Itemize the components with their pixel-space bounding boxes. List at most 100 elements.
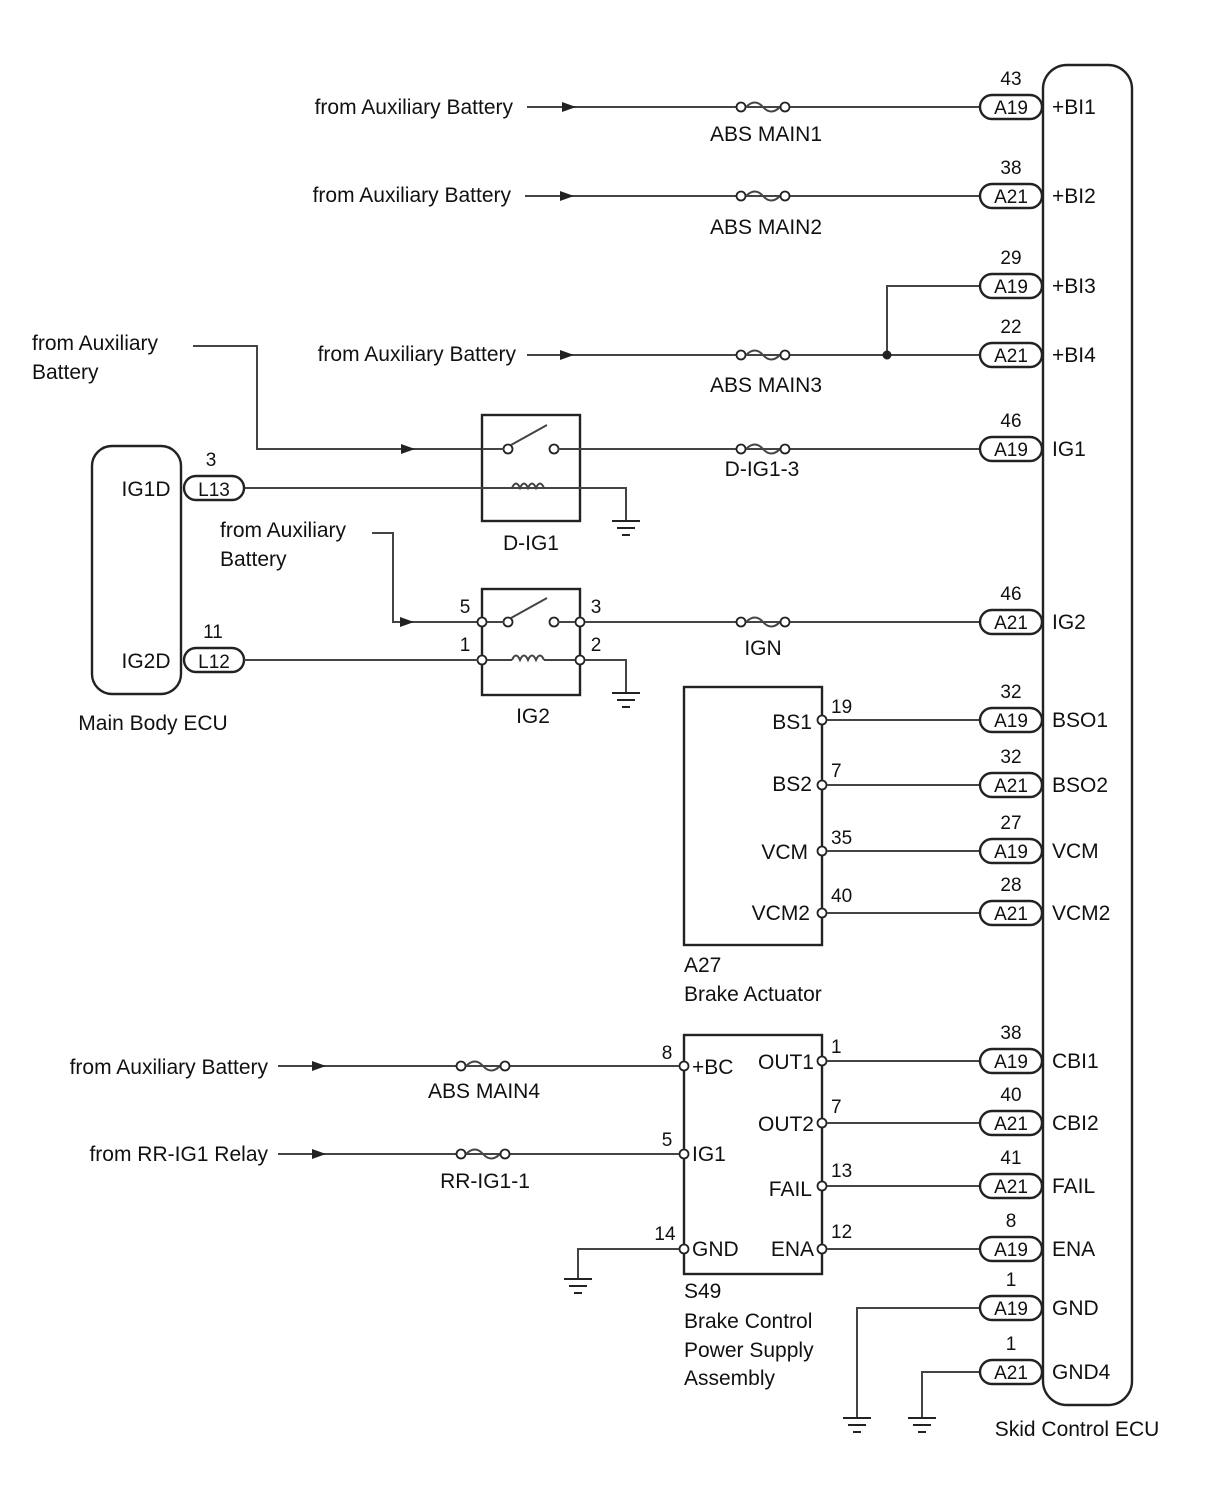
skid-connector <box>978 1047 1044 1075</box>
source-label-ig2-line2: Battery <box>220 548 287 571</box>
skid-pin-name: +BI2 <box>1052 185 1096 208</box>
skid-connector <box>978 837 1044 865</box>
fuse-label-abs-main4: ABS MAIN4 <box>428 1080 540 1103</box>
ps-pin-num-1: 1 <box>831 1037 842 1058</box>
skid-connector <box>978 1172 1044 1200</box>
skid-pin-num: 41 <box>1000 1148 1021 1169</box>
skid-connector-label: A21 <box>994 187 1028 208</box>
skid-connector-label: A21 <box>994 1114 1028 1135</box>
actuator-pin-num-19: 19 <box>831 697 852 718</box>
fuse-abs-main4 <box>455 1060 511 1072</box>
skid-connector-label: A21 <box>994 613 1028 634</box>
ps-pin-out2: OUT2 <box>758 1113 814 1136</box>
actuator-name: Brake Actuator <box>684 983 822 1006</box>
relay-d-ig1-box <box>480 413 582 523</box>
skid-connector-label: A21 <box>994 1363 1028 1384</box>
skid-pin-name: CBI2 <box>1052 1112 1099 1135</box>
actuator-pin-vcm: VCM <box>761 841 808 864</box>
fuse-abs-main3 <box>735 349 791 361</box>
skid-connector-label: A21 <box>994 776 1028 797</box>
source-label-bi1: from Auxiliary Battery <box>315 96 514 119</box>
source-label-dig1-line1: from Auxiliary <box>32 332 159 355</box>
relay-ig2-box <box>480 587 582 697</box>
skid-connector <box>978 1358 1044 1386</box>
skid-connector-label: A19 <box>994 711 1028 732</box>
skid-connector <box>978 182 1044 210</box>
skid-connector-label: A19 <box>994 1240 1028 1261</box>
source-label-bi4: from Auxiliary Battery <box>318 343 517 366</box>
ps-pin-ig1: IG1 <box>692 1143 726 1166</box>
skid-connector-label: A21 <box>994 904 1028 925</box>
actuator-pin-bs1: BS1 <box>772 711 812 734</box>
source-label-bi2: from Auxiliary Battery <box>313 184 512 207</box>
skid-pin-name: +BI3 <box>1052 275 1096 298</box>
wire-ps-gnd <box>577 1248 679 1278</box>
relay-ig2-coil <box>511 654 545 663</box>
relay-ig2-switch <box>510 597 548 619</box>
skid-pin-num: 32 <box>1000 682 1021 703</box>
relay-pin-3: 3 <box>591 597 602 618</box>
skid-pin-num: 29 <box>1000 248 1021 269</box>
skid-pin-name: GND <box>1052 1297 1099 1320</box>
skid-connector-label: A19 <box>994 277 1028 298</box>
fuse-d-ig1-3 <box>735 443 791 455</box>
fuse-label-abs-main3: ABS MAIN3 <box>710 374 822 397</box>
skid-connector <box>978 899 1044 927</box>
skid-pin-num: 46 <box>1000 584 1021 605</box>
skid-connector <box>978 771 1044 799</box>
skid-control-ecu-label: Skid Control ECU <box>995 1418 1160 1441</box>
arrow-ig2 <box>400 617 414 627</box>
fuse-abs-main1 <box>735 101 791 113</box>
actuator-pin-vcm2: VCM2 <box>752 902 810 925</box>
skid-connector <box>978 435 1044 463</box>
skid-pin-name: FAIL <box>1052 1175 1095 1198</box>
skid-pin-name: IG2 <box>1052 611 1086 634</box>
connector-l13 <box>182 474 246 502</box>
skid-pin-name: GND4 <box>1052 1361 1111 1384</box>
skid-connector-label: A19 <box>994 98 1028 119</box>
pin-num-l12: 11 <box>203 622 223 643</box>
fuse-label-abs-main1: ABS MAIN1 <box>710 123 822 146</box>
fuse-label-ign: IGN <box>744 637 781 660</box>
skid-pin-name: BSO1 <box>1052 709 1108 732</box>
junction-dot <box>882 350 892 360</box>
skid-pin-num: 38 <box>1000 158 1021 179</box>
skid-pin-num: 38 <box>1000 1023 1021 1044</box>
arrow-rr-ig1 <box>312 1149 326 1159</box>
source-label-bc: from Auxiliary Battery <box>70 1056 269 1079</box>
arrow-dig1 <box>401 444 415 454</box>
skid-pin-name: +BI1 <box>1052 96 1096 119</box>
skid-connector <box>978 341 1044 369</box>
wire-ig2-in <box>372 532 478 623</box>
skid-connector <box>978 1109 1044 1137</box>
wire-ig1d <box>244 487 627 520</box>
actuator-code: A27 <box>684 954 721 977</box>
ground-icon <box>842 1417 872 1433</box>
skid-connector <box>978 93 1044 121</box>
ps-pin-num-7: 7 <box>831 1097 842 1118</box>
relay-pin-1: 1 <box>460 635 471 656</box>
ground-icon <box>611 692 641 708</box>
ps-name-line3: Assembly <box>684 1367 776 1390</box>
skid-control-ecu-box <box>1041 63 1134 1407</box>
wire-ecu-gnd4 <box>921 1371 980 1417</box>
ps-code: S49 <box>684 1280 721 1303</box>
skid-connector-label: A19 <box>994 440 1028 461</box>
brake-actuator-box <box>682 685 824 947</box>
skid-pin-name: +BI4 <box>1052 344 1096 367</box>
skid-pin-num: 28 <box>1000 875 1021 896</box>
wire-bi3 <box>886 285 980 355</box>
main-body-ecu-box <box>90 444 183 696</box>
connector-label-l13: L13 <box>198 480 230 501</box>
relay-d-ig1-switch <box>510 424 548 446</box>
ps-pin-ena: ENA <box>771 1238 814 1261</box>
skid-pin-name: VCM <box>1052 840 1099 863</box>
fuse-label-abs-main2: ABS MAIN2 <box>710 216 822 239</box>
relay-label-d-ig1: D-IG1 <box>503 532 559 555</box>
skid-pin-num: 46 <box>1000 411 1021 432</box>
ground-icon <box>611 520 641 536</box>
ps-name-line2: Power Supply <box>684 1339 814 1362</box>
skid-connector-label: A21 <box>994 1177 1028 1198</box>
actuator-pin-num-40: 40 <box>831 886 852 907</box>
